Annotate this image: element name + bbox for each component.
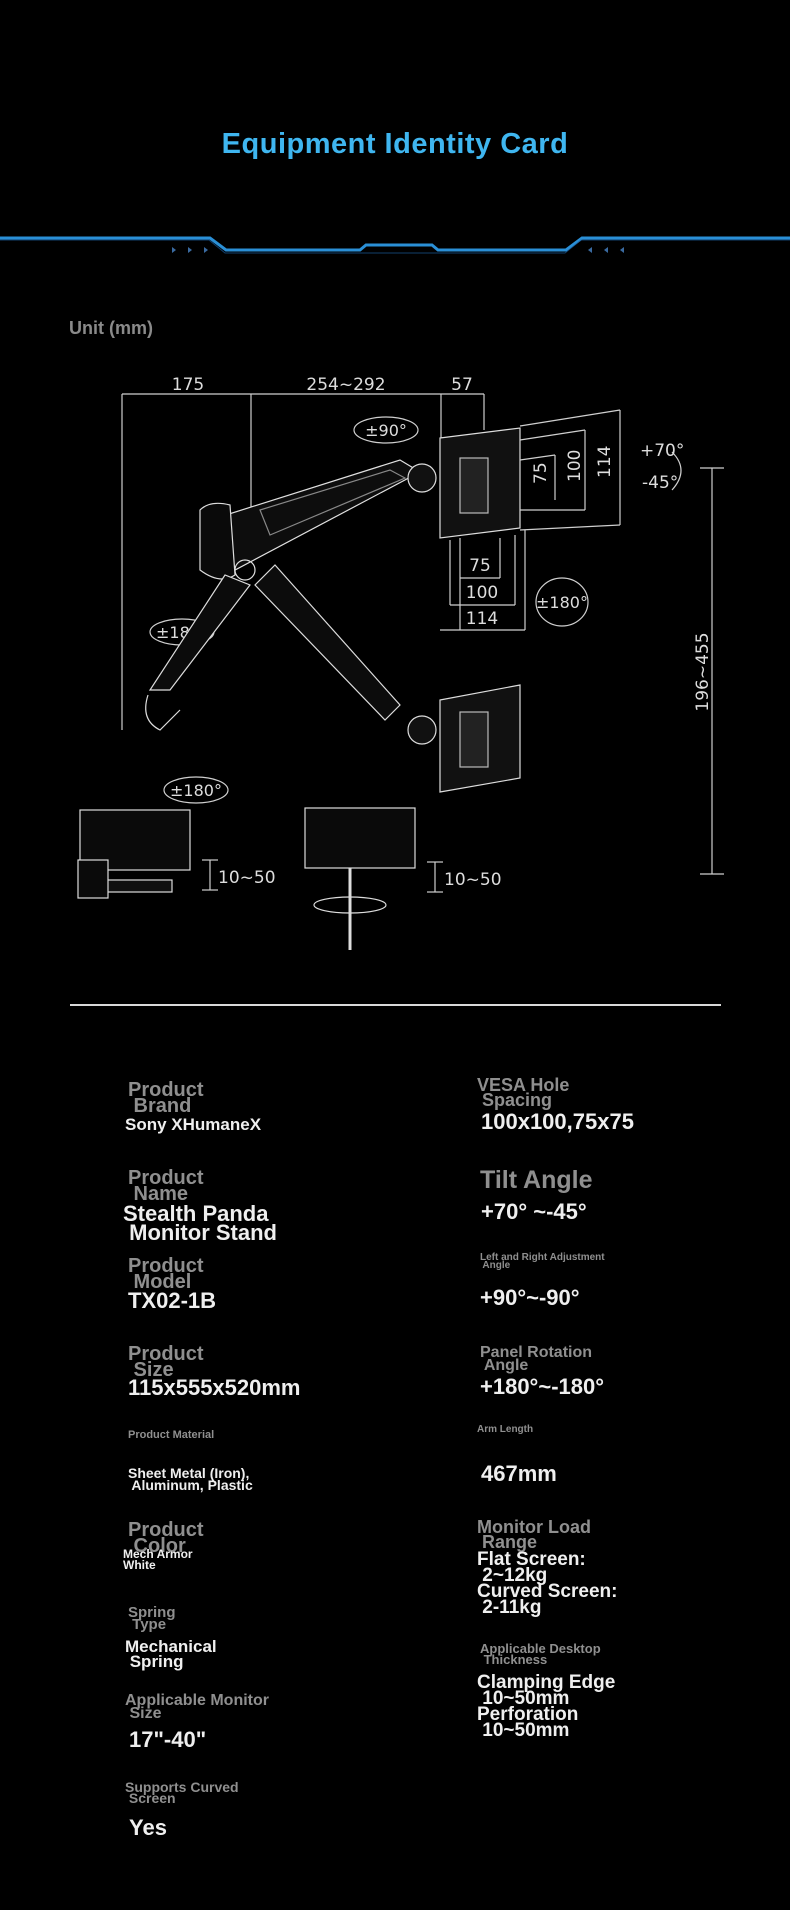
spec-label: Arm Length [477,1424,534,1435]
rot-arm-base: ±180° [170,781,222,800]
spec-color: Product Color Mech Armor White [123,1519,204,1571]
spec-label: Product Color [128,1519,204,1558]
spec-lr-adjust: Left and Right Adjustment Angle +90°~-90… [480,1252,605,1308]
spec-value: 100x100,75x75 [481,1109,634,1134]
monitor-arm-diagram: 175 254~292 57 ±90° ±180° ±180° ±180° 75… [77,375,724,950]
spec-value: +180°~-180° [480,1374,605,1399]
spec-monitor-size: Applicable Monitor Size 17"-40" [125,1692,269,1750]
spec-value: Stealth Panda Monitor Stand [123,1201,277,1246]
spec-value: +70° ~-45° [481,1199,587,1224]
dim-top-2: 254~292 [306,375,385,395]
spec-value: Mechanical Spring [125,1637,217,1671]
spec-vesa: VESA Hole Spacing 100x100,75x75 [477,1075,634,1133]
spec-label: Tilt Angle [480,1166,593,1194]
vesa-v-large: 114 [466,609,498,629]
spec-panel-rotation: Panel Rotation Angle +180°~-180° [480,1344,604,1397]
section-divider [70,1004,721,1006]
vesa-v-small: 75 [469,556,491,576]
dim-top-3: 57 [451,375,473,395]
clamp-left: 10~50 [218,868,276,888]
spec-material: Product Material Sheet Metal (Iron), Alu… [128,1429,253,1493]
spec-label: Applicable Desktop Thickness [480,1641,601,1667]
spec-label: Product Brand [128,1079,204,1118]
spec-label: Product Name [128,1167,204,1206]
rot-arm-top: ±90° [365,421,407,440]
spec-label: Left and Right Adjustment Angle [480,1252,605,1272]
spec-value: Flat Screen: 2~12kg Curved Screen: 2-11k… [477,1549,618,1619]
spec-desktop: Applicable Desktop Thickness Clamping Ed… [477,1641,615,1740]
vesa-h-large: 114 [595,446,615,478]
spec-label: Supports Curved Screen [125,1779,239,1807]
spec-brand: Product Brand Sony XHumaneX [125,1079,261,1133]
spec-label: Panel Rotation Angle [480,1344,593,1375]
rot-plate: ±180° [536,593,588,612]
spec-label: VESA Hole Spacing [477,1075,570,1110]
spec-label: Applicable Monitor Size [125,1692,269,1723]
spec-label: Product Material [128,1429,215,1441]
spec-label: Product Model [128,1255,204,1294]
spec-value: 115x555x520mm [128,1375,301,1400]
tilt-up: +70° [640,441,684,461]
spec-value: 467mm [481,1461,557,1486]
spec-value: 17"-40" [129,1727,207,1752]
spec-model: Product Model TX02-1B [128,1255,216,1312]
clamp-right: 10~50 [444,870,502,890]
spec-label: Product Size [128,1343,204,1382]
vesa-v-mid: 100 [466,583,498,603]
spec-value: +90°~-90° [480,1285,580,1310]
spec-curved: Supports Curved Screen Yes [125,1779,239,1839]
dim-top-1: 175 [172,375,204,395]
spec-load: Monitor Load Range Flat Screen: 2~12kg C… [477,1517,617,1617]
spec-spring: Spring Type Mechanical Spring [125,1604,217,1670]
spec-label: Monitor Load Range [477,1517,591,1552]
spec-size: Product Size 115x555x520mm [128,1343,301,1399]
vesa-h-mid: 100 [565,450,585,482]
spec-value: Clamping Edge 10~50mm Perforation 10~50m… [477,1672,616,1742]
header-divider [0,236,790,254]
unit-label: Unit (mm) [69,318,153,338]
page-title: Equipment Identity Card [221,128,569,160]
spec-name: Product Name Stealth Panda Monitor Stand [123,1167,277,1244]
spec-value: Sheet Metal (Iron), Aluminum, Plastic [128,1465,253,1494]
spec-value: TX02-1B [128,1288,217,1313]
height-range: 196~455 [693,632,713,711]
spec-value: Mech Armor White [123,1547,193,1572]
spec-arm-length: Arm Length 467mm [477,1424,557,1484]
spec-value: Sony XHumaneX [125,1115,262,1134]
spec-tilt: Tilt Angle +70° ~-45° [480,1166,593,1223]
spec-value: Yes [129,1815,167,1840]
vesa-h-small: 75 [531,462,551,484]
tilt-down: -45° [642,473,678,493]
spec-label: Spring Type [128,1604,176,1634]
